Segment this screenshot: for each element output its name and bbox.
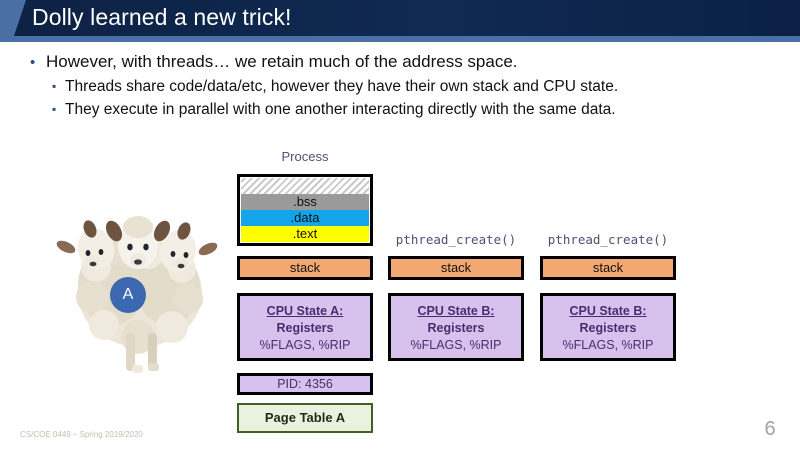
title-underline-bar xyxy=(0,36,800,42)
thread-badge-a: A xyxy=(110,277,146,313)
data-segment: .data xyxy=(241,210,369,226)
bullet-level2-1-text: Threads share code/data/etc, however the… xyxy=(65,78,619,95)
footer-course-label: CS/COE 0449 – Spring 2019/2020 xyxy=(20,430,143,439)
cpu-state-title-a: CPU State A: xyxy=(266,304,344,318)
page-number: 6 xyxy=(764,418,776,440)
text-segment: .text xyxy=(241,226,369,242)
page-table-box: Page Table A xyxy=(237,403,373,433)
stack-box-c: stack xyxy=(540,256,676,280)
bullet-square-icon: ▪ xyxy=(52,79,57,93)
cpu-state-title-c: CPU State B: xyxy=(569,304,647,318)
cpu-state-title-b: CPU State B: xyxy=(417,304,495,318)
heap-segment xyxy=(241,178,369,194)
bullet-square-icon: ▪ xyxy=(52,102,57,116)
cpu-state-registers-c: Registers xyxy=(579,321,637,335)
process-address-space-block: .bss .data .text xyxy=(237,174,373,246)
cpu-state-registers-a: Registers xyxy=(276,321,334,335)
cpu-state-flags-c: %FLAGS, %RIP xyxy=(562,338,654,352)
bullet-level2-2-text: They execute in parallel with one anothe… xyxy=(65,101,616,118)
bullet-dot-icon: • xyxy=(30,54,36,71)
sheep-illustration-icon xyxy=(56,216,218,373)
bullet-list: • However, with threads… we retain much o… xyxy=(0,50,800,121)
cpu-state-box-b: CPU State B: Registers %FLAGS, %RIP xyxy=(388,293,524,361)
cpu-state-box-a: CPU State A: Registers %FLAGS, %RIP xyxy=(237,293,373,361)
cpu-state-box-c: CPU State B: Registers %FLAGS, %RIP xyxy=(540,293,676,361)
stack-box-b: stack xyxy=(388,256,524,280)
pthread-create-label-c: pthread_create() xyxy=(547,232,669,247)
cpu-state-flags-a: %FLAGS, %RIP xyxy=(259,338,351,352)
bullet-level1: • However, with threads… we retain much o… xyxy=(30,50,800,75)
pthread-create-label-b: pthread_create() xyxy=(395,232,517,247)
pid-box: PID: 4356 xyxy=(237,373,373,395)
cpu-state-flags-b: %FLAGS, %RIP xyxy=(410,338,502,352)
dolly-sheep-image: A xyxy=(52,205,232,380)
stack-box-a: stack xyxy=(237,256,373,280)
bss-segment: .bss xyxy=(241,194,369,210)
bullet-level2-2: ▪ They execute in parallel with one anoth… xyxy=(52,98,800,121)
page-title: Dolly learned a new trick! xyxy=(32,4,292,30)
cpu-state-registers-b: Registers xyxy=(427,321,485,335)
bullet-level2-1: ▪ Threads share code/data/etc, however th… xyxy=(52,75,800,98)
process-label: Process xyxy=(281,149,329,164)
slide-title-bar: Dolly learned a new trick! xyxy=(0,0,800,42)
bullet-level1-text: However, with threads… we retain much of… xyxy=(46,52,518,71)
